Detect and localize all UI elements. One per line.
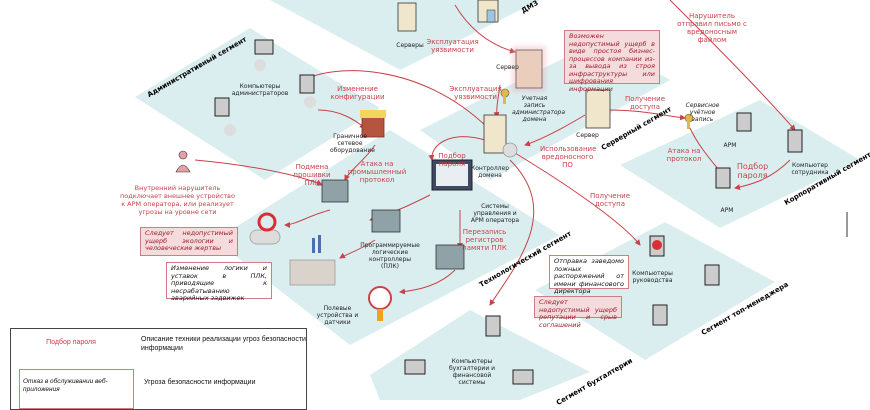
node-admin-account-label: Учетная запись администратора домена [512, 95, 566, 123]
path-dc-scada [428, 136, 486, 161]
path-dc-acc [489, 159, 535, 306]
path-fw-plc [344, 144, 376, 181]
acc-pc-icon[interactable] [485, 315, 501, 337]
technique-protocol-attack-2: Атака на протокол [666, 147, 702, 163]
plane-admin [135, 28, 380, 180]
path-dc-mgmt [509, 149, 641, 246]
firewall-icon[interactable] [360, 110, 386, 138]
legend-technique-desc: Описание техники реализации угроз безопа… [141, 336, 306, 352]
technique-insider: Внутренний нарушитель подключает внешнее… [120, 184, 235, 216]
node-field-label: Полевые устройства и датчики [316, 305, 359, 326]
node-mgmt-pcs-label: Компьютеры руководства [632, 270, 673, 284]
technique-rewrite-regs: Перезапись регистров памяти ПЛК [462, 228, 507, 252]
service-key-icon [684, 113, 694, 129]
plane-top [535, 222, 775, 360]
node-servers-label: Серверы [396, 42, 424, 49]
threat-plc-logic: Изменение логики и уставок в ПЛК, привод… [166, 262, 272, 302]
node-employee-pc-label: Компьютер сотрудника [791, 162, 829, 176]
node-arm2-label: АРМ [720, 207, 734, 214]
node-dc-label: Контроллер домена [471, 165, 509, 179]
technique-access-1: Получение доступа [624, 95, 666, 111]
technique-brute-scada: Подбор пароля [438, 152, 466, 168]
path-plc-factory [339, 239, 376, 259]
attack-diagram [135, 0, 860, 400]
node-admin-pcs-label: Компьютеры администраторов [231, 83, 289, 97]
acc-laptop-icon[interactable] [404, 359, 426, 375]
plc-icon-2[interactable] [371, 209, 401, 233]
node-acc-pcs-label: Компьютеры бухгалтерии и финансовой сист… [448, 358, 496, 386]
path-server-key [609, 109, 686, 121]
path-plc-gauge [399, 269, 456, 295]
arm-icon[interactable] [736, 112, 752, 132]
technique-access-2: Получение доступа [589, 192, 631, 208]
legend-threat-sample: Отказ в обслуживании веб-приложения [19, 369, 134, 409]
damage-reputation: Следует недопустимый ущерб репутации и с… [534, 296, 622, 328]
gauge-icon [368, 286, 392, 321]
path-plc-valve [284, 209, 331, 228]
server-icon[interactable] [512, 46, 546, 92]
technique-exploit-1: Эксплуатация уязвимости [426, 38, 479, 54]
technique-email: Нарушитель отправил письмо с вредоносным… [677, 12, 747, 44]
path-email [669, 0, 796, 131]
plane-dmz [270, 0, 540, 70]
threat-false-orders: Отправка заведомо ложных распоряжений от… [549, 255, 629, 295]
plc-icon[interactable] [321, 179, 349, 203]
scada-monitor-icon[interactable] [431, 159, 473, 191]
technique-protocol-attack: Атака на промышленный протокол [347, 160, 407, 184]
legend: Подбор пароля Описание техники реализаци… [10, 328, 307, 410]
valve-icon [249, 212, 281, 245]
servers-icon[interactable] [397, 2, 417, 32]
technique-exploit-2: Эксплуатация уязвимости [449, 85, 502, 101]
damage-business: Возможен недопустимый ущерб в виде прост… [564, 30, 660, 92]
technique-brute-corp: Подбор пароля [736, 162, 769, 180]
acc-laptop-icon-2[interactable] [512, 369, 534, 385]
technique-malware: Использование вредоносного ПО [540, 145, 597, 169]
node-service-account-label: Сервисное учётное запись [685, 102, 720, 123]
employee-pc-icon[interactable] [787, 129, 803, 153]
admin-pc-icon[interactable] [254, 39, 274, 71]
insider-icon [175, 150, 191, 173]
node-firewall-label: Граничное сетевое оборудование [330, 133, 375, 154]
path-emp-arm [734, 159, 791, 190]
domain-controller-icon[interactable] [483, 114, 518, 158]
technique-firmware: Подмена прошивки ПЛК [293, 163, 331, 187]
technique-config-change: Изменение конфигурации [330, 85, 385, 101]
legend-threat-desc: Угроза безопасности информации [144, 379, 256, 386]
plane-tech [215, 130, 560, 345]
admin-pc-icon-3[interactable] [214, 97, 236, 136]
dmz-server-icon[interactable] [477, 0, 499, 23]
arm-icon-2[interactable] [715, 167, 731, 189]
top-pc-icon[interactable] [704, 264, 720, 286]
node-scada-label: Системы управления и АРМ оператора [470, 203, 520, 224]
admin-pc-icon-2[interactable] [299, 74, 316, 108]
plane-accounting [370, 310, 590, 400]
server-seg-icon[interactable] [585, 89, 611, 129]
path-dmz-server [454, 4, 516, 54]
node-dmz-server-label: Сервер [496, 64, 519, 71]
path-insider [194, 159, 323, 186]
path-server-dc2 [524, 114, 586, 147]
node-server-seg-label: Сервер [576, 132, 599, 139]
node-arm1-label: АРМ [723, 142, 737, 149]
plc-icon-3[interactable] [435, 244, 465, 270]
factory-icon [289, 235, 336, 286]
key-icon [500, 88, 510, 104]
damage-ecology: Следует недопустимый ущерб экологии и че… [140, 227, 238, 256]
mgmt-pc-icon[interactable] [649, 235, 665, 257]
path-dc-admin [304, 70, 491, 131]
top-pc-icon-2[interactable] [652, 304, 668, 326]
legend-technique-sample: Подбор пароля [46, 339, 96, 346]
node-plc-label: Программируемые логические контроллеры (… [360, 242, 420, 270]
